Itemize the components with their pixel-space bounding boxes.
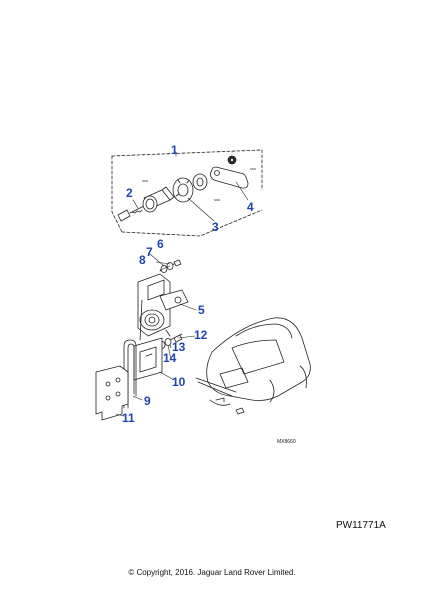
illustration-id: PW11771A: [336, 520, 386, 531]
part-tag-barrel: sss: [142, 178, 148, 183]
latch-fixing-stack: [159, 259, 182, 273]
vehicle-rear-outline: [195, 317, 311, 415]
lock-barrel-part: [142, 186, 175, 213]
striker-loop-part: [123, 339, 137, 409]
drawing-reference: MX8660: [277, 439, 296, 445]
callout-10: 10: [172, 375, 186, 389]
callout-6: 6: [157, 237, 164, 251]
callout-11: 11: [122, 411, 135, 425]
lever-nut-part: [227, 155, 237, 165]
callout-leader-lines: [115, 151, 249, 417]
callout-12: 12: [194, 328, 208, 342]
part-tag-washer: sss: [214, 197, 220, 202]
striker-bracket-part: [133, 337, 163, 381]
part-tag-nut: sss: [250, 166, 256, 171]
callout-14: 14: [163, 351, 177, 365]
copyright-notice: © Copyright, 2016. Jaguar Land Rover Lim…: [128, 568, 296, 577]
callout-4: 4: [247, 200, 254, 214]
callout-1: 1: [171, 143, 178, 157]
lock-kit-dashed-boundary: [111, 149, 263, 237]
ring-nut-part: [172, 177, 194, 203]
boot-latch-assembly: [137, 273, 189, 341]
callout-2: 2: [126, 186, 133, 200]
callout-8: 8: [139, 253, 146, 267]
callout-3: 3: [212, 220, 219, 234]
packing-plate-part: [95, 365, 129, 421]
callout-5: 5: [198, 303, 205, 317]
callout-13: 13: [172, 340, 186, 354]
washer-part: [192, 173, 208, 191]
callout-9: 9: [144, 394, 151, 408]
callout-7: 7: [146, 245, 153, 259]
ignition-key-part: [117, 204, 147, 222]
lock-lever-part: [210, 166, 249, 189]
